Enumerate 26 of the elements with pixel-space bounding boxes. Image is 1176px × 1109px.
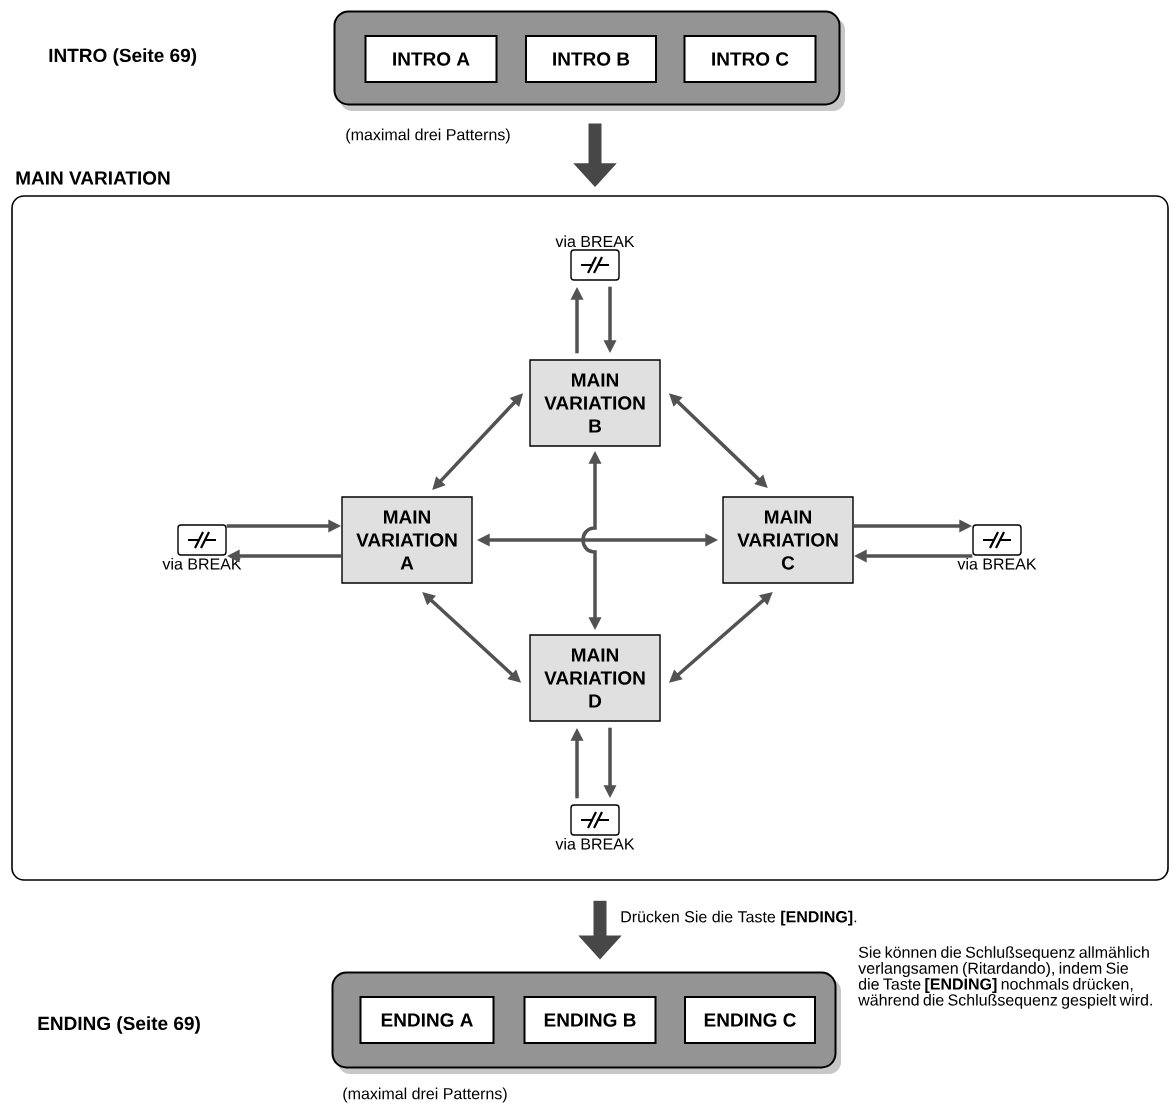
node-label: via BREAK [162, 557, 242, 570]
section-heading: MAIN VARIATION [16, 171, 170, 185]
break-button: via BREAK [555, 235, 635, 281]
variation-box: MAIN VARIATION C [722, 496, 854, 584]
edge-label: Drücken Sie die Taste [ENDING]. [621, 910, 857, 926]
pattern-box: ENDING B [523, 996, 657, 1044]
section-heading: ENDING (Seite 69) [38, 1016, 200, 1034]
frame [11, 195, 1169, 881]
pattern-box: INTRO A [364, 35, 498, 83]
note-text: Sie können die Schlußsequenz allmählich verlangsamen (Ritardando), indem Sie die Taste [ENDING] nochmals drücken, während die Schlußsequenz gespielt wird. [858, 946, 1152, 1009]
pattern-box: INTRO B [525, 35, 657, 83]
node-label: via BREAK [555, 837, 635, 850]
pattern-box: ENDING A [359, 996, 495, 1044]
pattern-box: ENDING C [684, 996, 816, 1044]
variation-box: MAIN VARIATION D [529, 634, 661, 722]
variation-box: MAIN VARIATION A [341, 496, 473, 584]
node-label: via BREAK [957, 557, 1037, 570]
node-label: via BREAK [555, 235, 635, 248]
note-text: (maximal drei Patterns) [346, 128, 510, 144]
break-button: via BREAK [555, 804, 635, 850]
break-button: via BREAK [957, 524, 1037, 570]
break-button: via BREAK [162, 524, 242, 570]
variation-box: MAIN VARIATION B [529, 359, 661, 447]
note-text: (maximal drei Patterns) [343, 1087, 507, 1103]
section-heading: INTRO (Seite 69) [49, 48, 197, 66]
pattern-box: INTRO C [683, 35, 817, 83]
